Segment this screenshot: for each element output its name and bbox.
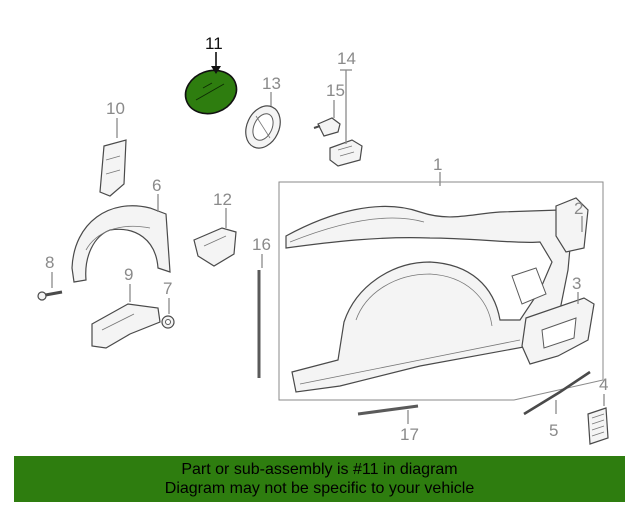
callout-13: 13: [262, 74, 281, 93]
callout-7: 7: [163, 279, 172, 298]
callout-3: 3: [572, 274, 581, 293]
callout-11: 11: [205, 34, 223, 53]
part-4-vent[interactable]: [587, 407, 609, 445]
part-13-filler-housing[interactable]: [239, 100, 287, 153]
callout-17: 17: [400, 425, 419, 444]
part-8-bolt[interactable]: [37, 290, 63, 301]
callout-14: 14: [337, 49, 356, 68]
callout-6: 6: [152, 176, 161, 195]
part-11-fuel-door[interactable]: [179, 63, 242, 120]
callout-1: 1: [433, 155, 442, 174]
callout-10: 10: [106, 99, 125, 118]
part-10-bracket[interactable]: [99, 139, 127, 197]
callout-9: 9: [124, 265, 133, 284]
banner-line-2: Diagram may not be specific to your vehi…: [164, 480, 475, 497]
part-7-nut[interactable]: [161, 315, 175, 329]
parts-diagram: 11 13 14 15 10 6 8 9: [37, 34, 609, 445]
part-12-actuator[interactable]: [193, 227, 237, 267]
part-15-actuator[interactable]: [313, 117, 341, 137]
callout-4: 4: [599, 375, 608, 394]
part-1-frame: [278, 181, 604, 401]
callout-16: 16: [252, 235, 271, 254]
callout-12: 12: [213, 190, 232, 209]
info-banner: Part or sub-assembly is #11 in diagram D…: [14, 456, 625, 502]
part-1-quarter-panel[interactable]: [285, 205, 573, 393]
banner-line-1: Part or sub-assembly is #11 in diagram: [181, 461, 458, 478]
callout-5: 5: [549, 421, 558, 440]
part-3-extension[interactable]: [521, 297, 595, 365]
part-9-shield[interactable]: [91, 303, 161, 349]
part-2-pocket[interactable]: [555, 197, 589, 253]
callout-15: 15: [326, 81, 345, 100]
part-14-bracket[interactable]: [329, 139, 363, 167]
part-17-rocker-strip[interactable]: [357, 404, 419, 416]
arrow-11: [211, 66, 221, 74]
part-5-moulding[interactable]: [523, 370, 591, 416]
part-6-wheelhouse-liner[interactable]: [71, 205, 171, 283]
callout-8: 8: [45, 253, 54, 272]
callout-2: 2: [574, 199, 583, 218]
